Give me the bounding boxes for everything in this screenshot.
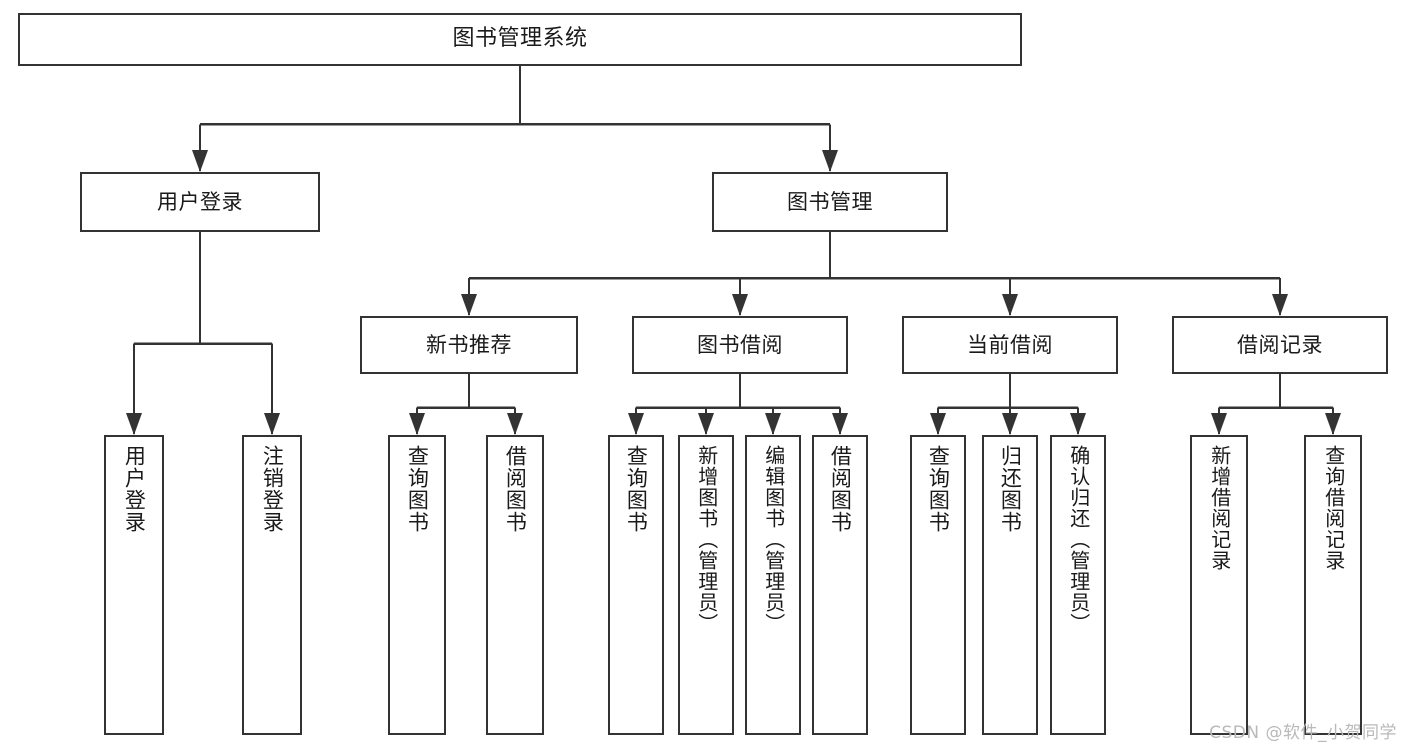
node-newbook[interactable]: 新书推荐 [360,316,578,374]
node-label: 新增图书（管理员） [694,445,719,634]
arrow-head [1272,294,1288,316]
arrow-head [461,294,477,316]
node-label: 确认归还（管理员） [1066,445,1091,634]
node-l_q2[interactable]: 查询图书 [608,435,664,735]
arrow-head [832,413,848,435]
node-l_b1[interactable]: 借阅图书 [486,435,544,735]
node-label: 用户登录 [157,189,243,214]
node-label: 借阅记录 [1237,332,1323,357]
arrow-head [1325,413,1341,435]
node-l_edit[interactable]: 编辑图书（管理员） [745,435,801,735]
arrow-head [1211,413,1227,435]
node-login[interactable]: 用户登录 [80,172,320,232]
node-l_login[interactable]: 用户登录 [104,435,164,735]
node-l_qrec[interactable]: 查询借阅记录 [1304,435,1362,735]
node-bookmgmt[interactable]: 图书管理 [712,172,948,232]
arrow-head [698,413,714,435]
arrow-head [628,413,644,435]
arrow-head [822,150,838,172]
node-label: 新增借阅记录 [1207,445,1232,571]
node-l_logout[interactable]: 注销登录 [242,435,302,735]
watermark-text: CSDN @软件_小贺同学 [1209,723,1397,743]
node-label: 图书管理系统 [452,26,588,52]
arrow-head [264,413,280,435]
arrow-head [409,413,425,435]
arrow-head [930,413,946,435]
node-label: 注销登录 [260,445,285,533]
node-current[interactable]: 当前借阅 [902,316,1118,374]
node-label: 借阅图书 [503,445,528,533]
node-l_addrec[interactable]: 新增借阅记录 [1190,435,1248,735]
arrow-head [507,413,523,435]
node-label: 图书管理 [787,189,873,214]
node-l_conf[interactable]: 确认归还（管理员） [1050,435,1106,735]
node-label: 用户登录 [122,445,147,533]
node-l_b2[interactable]: 借阅图书 [812,435,868,735]
node-label: 借阅图书 [828,445,853,533]
node-label: 图书借阅 [697,332,783,357]
node-records[interactable]: 借阅记录 [1172,316,1388,374]
node-label: 编辑图书（管理员） [761,445,786,634]
arrow-head [732,294,748,316]
node-l_q3[interactable]: 查询图书 [910,435,966,735]
node-l_q1[interactable]: 查询图书 [388,435,446,735]
arrow-head [765,413,781,435]
arrow-head [126,413,142,435]
arrow-head [192,150,208,172]
arrow-head [1002,294,1018,316]
arrow-head [1002,413,1018,435]
node-label: 当前借阅 [967,332,1053,357]
node-label: 查询图书 [405,445,430,533]
node-label: 新书推荐 [426,332,512,357]
node-label: 归还图书 [998,445,1023,533]
node-borrow[interactable]: 图书借阅 [632,316,848,374]
node-l_add[interactable]: 新增图书（管理员） [678,435,734,735]
node-l_ret[interactable]: 归还图书 [982,435,1038,735]
node-label: 查询借阅记录 [1321,445,1346,571]
node-label: 查询图书 [926,445,951,533]
node-root[interactable]: 图书管理系统 [18,13,1022,66]
node-label: 查询图书 [624,445,649,533]
arrow-head [1070,413,1086,435]
